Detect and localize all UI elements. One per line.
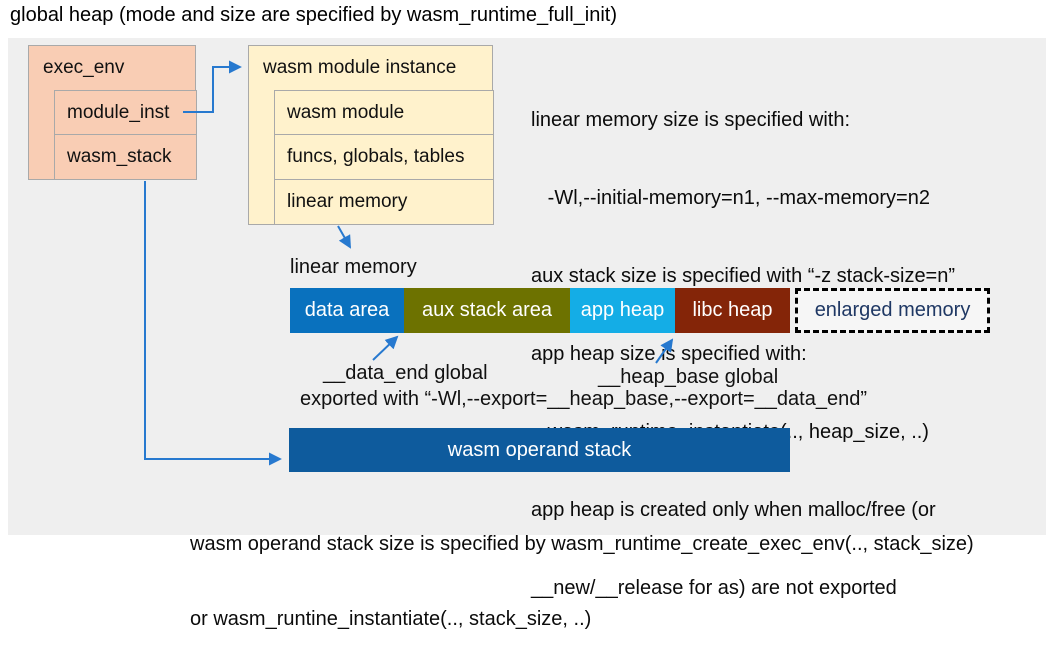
segment-app-heap: app heap	[570, 288, 675, 333]
exec-env-row-wasm-stack: wasm_stack	[54, 135, 197, 180]
exec-env-row-module-inst: module_inst	[54, 90, 197, 135]
segment-libc-heap: libc heap	[675, 288, 790, 333]
instance-row-wasm-module: wasm module	[274, 90, 494, 135]
note-line: linear memory size is specified with:	[531, 109, 850, 131]
module-instance-box: wasm module instance wasm module funcs, …	[248, 45, 494, 225]
note-line: wasm operand stack size is specified by …	[190, 533, 974, 555]
linear-memory-label: linear memory	[290, 256, 417, 278]
operand-stack-notes: wasm operand stack size is specified by …	[190, 482, 1050, 657]
note-line: or wasm_runtine_instantiate(.., stack_si…	[190, 608, 592, 630]
instance-row-funcs-globals-tables: funcs, globals, tables	[274, 135, 494, 180]
segment-enlarged-memory: enlarged memory	[795, 288, 990, 333]
segment-aux-stack-area: aux stack area	[404, 288, 570, 333]
note-line: -Wl,--initial-memory=n1, --max-memory=n2	[531, 187, 930, 209]
linear-memory-bar: data area aux stack area app heap libc h…	[290, 288, 990, 333]
module-instance-header: wasm module instance	[263, 57, 457, 78]
data-end-global-label: __data_end global	[323, 362, 488, 384]
exec-env-box: exec_env module_inst wasm_stack	[28, 45, 197, 180]
note-line: app heap size is specified with:	[531, 343, 807, 365]
note-line: app heap is created only when malloc/fre…	[531, 499, 936, 521]
instance-row-linear-memory: linear memory	[274, 180, 494, 225]
exec-env-header: exec_env	[43, 57, 125, 78]
wasm-operand-stack-bar: wasm operand stack	[289, 428, 790, 472]
page-title: global heap (mode and size are specified…	[10, 4, 617, 26]
segment-data-area: data area	[290, 288, 404, 333]
export-note: exported with “-Wl,--export=__heap_base,…	[300, 388, 867, 410]
note-line: aux stack size is specified with “-z sta…	[531, 265, 956, 287]
heap-base-global-label: __heap_base global	[598, 366, 779, 388]
